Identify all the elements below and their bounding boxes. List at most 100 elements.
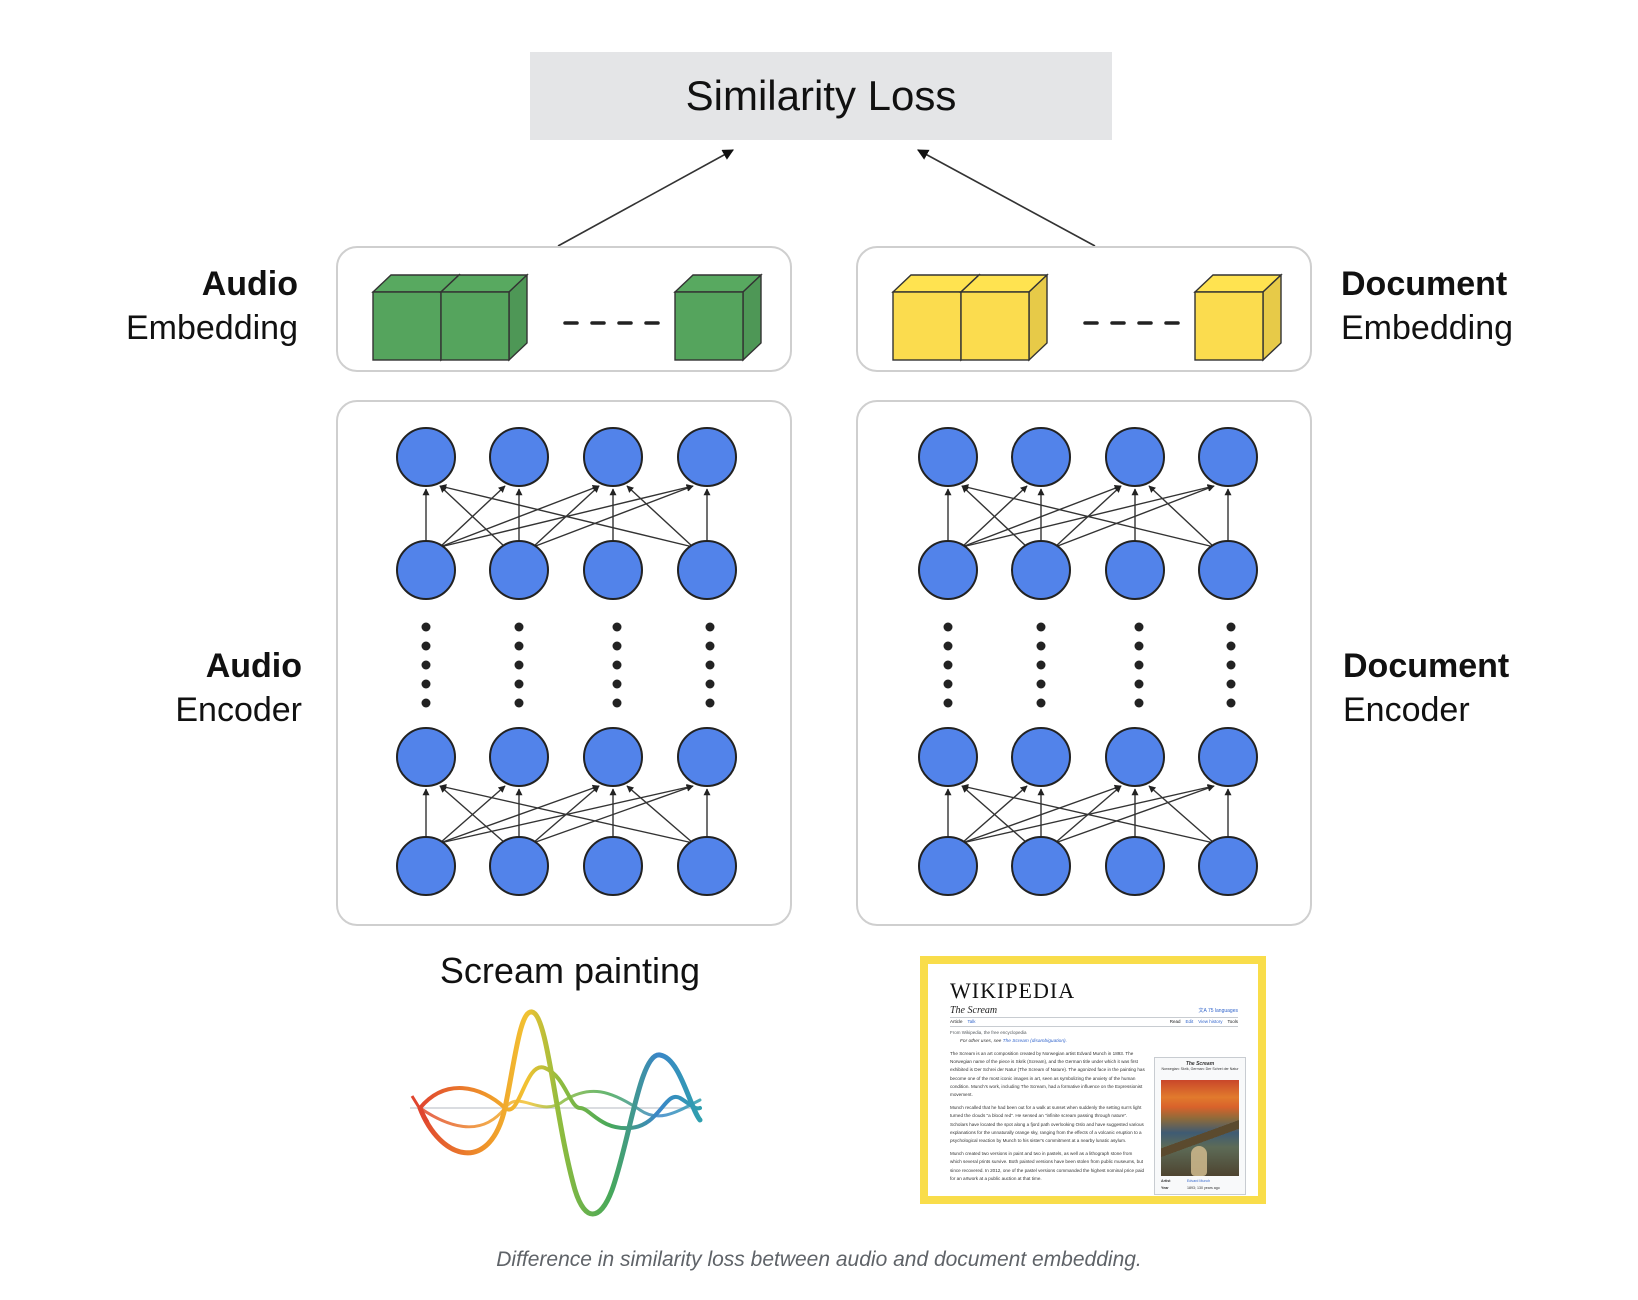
- neuron-node: [918, 427, 978, 487]
- connection-arrow: [626, 785, 694, 844]
- connection-arrow: [961, 484, 1215, 548]
- layer-ellipsis-dot: [1036, 698, 1046, 708]
- layer-ellipsis-dot: [1134, 698, 1144, 708]
- neuron-node: [489, 836, 549, 896]
- neuron-node: [677, 427, 737, 487]
- layer-ellipsis-dot: [612, 660, 622, 670]
- layer-ellipsis-dot: [705, 679, 715, 689]
- neuron-node: [918, 727, 978, 787]
- layer-ellipsis-dot: [1036, 679, 1046, 689]
- connection-arrow: [439, 785, 506, 844]
- similarity-loss-box: Similarity Loss: [530, 52, 1112, 140]
- layer-ellipsis-dot: [514, 698, 524, 708]
- neuron-node: [1011, 727, 1071, 787]
- connection-arrow: [439, 485, 506, 548]
- connection-arrow: [961, 785, 1028, 844]
- neuron-node: [677, 540, 737, 600]
- embedding-cube: [673, 273, 763, 362]
- neuron-node: [489, 540, 549, 600]
- layer-ellipsis-dot: [943, 622, 953, 632]
- neuron-node: [1105, 540, 1165, 600]
- embedding-cube: [1193, 273, 1283, 362]
- neuron-node: [677, 727, 737, 787]
- wiki-title-rule: [950, 1017, 1238, 1018]
- audio-embedding-label: Audio Embedding: [125, 265, 298, 347]
- neuron-node: [396, 540, 456, 600]
- layer-ellipsis-dot: [705, 660, 715, 670]
- connection-arrow: [961, 485, 1028, 548]
- document-encoder-network: [918, 427, 1258, 896]
- wiki-paragraph: Munch created two versions in paint and …: [950, 1151, 1145, 1181]
- wiki-paragraph: Munch recalled that he had been out for …: [950, 1105, 1144, 1144]
- layer-ellipsis-dot: [1226, 622, 1236, 632]
- audio-input-title: Scream painting: [439, 950, 701, 991]
- wiki-article-body: The Scream is an art composition created…: [950, 1050, 1145, 1188]
- audio-embedding-vector: [371, 273, 763, 362]
- scream-painting-image: [1161, 1080, 1239, 1176]
- document-embedding-label: Document Embedding: [1341, 265, 1514, 347]
- layer-ellipsis-dot: [514, 660, 524, 670]
- layer-ellipsis-dot: [612, 641, 622, 651]
- layer-ellipsis-dot: [612, 698, 622, 708]
- similarity-loss-label: Similarity Loss: [685, 72, 957, 119]
- wiki-infobox: The Scream Norwegian: Skrik, German: Der…: [1154, 1057, 1246, 1195]
- layer-ellipsis-dot: [1134, 660, 1144, 670]
- layer-ellipsis-dot: [1036, 641, 1046, 651]
- layer-ellipsis-dot: [514, 641, 524, 651]
- layer-ellipsis-dot: [943, 641, 953, 651]
- neuron-node: [1105, 836, 1165, 896]
- layer-ellipsis-dot: [421, 679, 431, 689]
- layer-ellipsis-dot: [1036, 622, 1046, 632]
- embedding-cube: [959, 273, 1049, 362]
- neuron-node: [1011, 427, 1071, 487]
- neuron-node: [1198, 427, 1258, 487]
- wiki-languages-link: 文A 75 languages: [1198, 1008, 1238, 1014]
- connection-arrow: [439, 783, 694, 844]
- wikipedia-logo: WIKIPEDIA: [950, 978, 1076, 1003]
- neuron-node: [918, 836, 978, 896]
- layer-ellipsis-dot: [421, 641, 431, 651]
- wiki-article-title: The Scream: [950, 1005, 998, 1016]
- layer-ellipsis-dot: [705, 698, 715, 708]
- connection-arrow: [626, 485, 694, 548]
- audio-to-loss-arrow: [557, 149, 734, 247]
- neuron-node: [1105, 427, 1165, 487]
- waveform-icon: [410, 1009, 703, 1217]
- layer-ellipsis-dot: [943, 660, 953, 670]
- wiki-paragraph: The Scream is an art composition created…: [950, 1051, 1145, 1098]
- layer-ellipsis-dot: [421, 660, 431, 670]
- neuron-node: [1011, 540, 1071, 600]
- neuron-node: [1198, 836, 1258, 896]
- neuron-node: [489, 427, 549, 487]
- embedding-cube: [439, 273, 529, 362]
- layer-ellipsis-dot: [705, 641, 715, 651]
- audio-encoder-network: [396, 427, 737, 896]
- connection-arrow: [961, 783, 1215, 844]
- neuron-node: [396, 727, 456, 787]
- audio-encoder-label: Audio Encoder: [175, 647, 302, 729]
- neuron-node: [1198, 540, 1258, 600]
- layer-ellipsis-dot: [1134, 622, 1144, 632]
- layer-ellipsis-dot: [943, 679, 953, 689]
- layer-ellipsis-dot: [1134, 641, 1144, 651]
- layer-ellipsis-dot: [705, 622, 715, 632]
- connection-arrow: [1148, 785, 1215, 844]
- infobox-subtitle: Norwegian: Skrik, German: Der Schrei der…: [1161, 1067, 1239, 1071]
- layer-ellipsis-dot: [421, 698, 431, 708]
- neuron-node: [489, 727, 549, 787]
- layer-ellipsis-dot: [421, 622, 431, 632]
- neuron-node: [677, 836, 737, 896]
- layer-ellipsis-dot: [1134, 679, 1144, 689]
- layer-ellipsis-dot: [1036, 660, 1046, 670]
- layer-ellipsis-dot: [612, 622, 622, 632]
- connection-arrow: [1148, 485, 1215, 548]
- infobox-title: The Scream: [1185, 1061, 1215, 1067]
- layer-ellipsis-dot: [612, 679, 622, 689]
- document-encoder-label: Document Encoder: [1343, 647, 1510, 729]
- layer-ellipsis-dot: [1226, 698, 1236, 708]
- neuron-node: [396, 836, 456, 896]
